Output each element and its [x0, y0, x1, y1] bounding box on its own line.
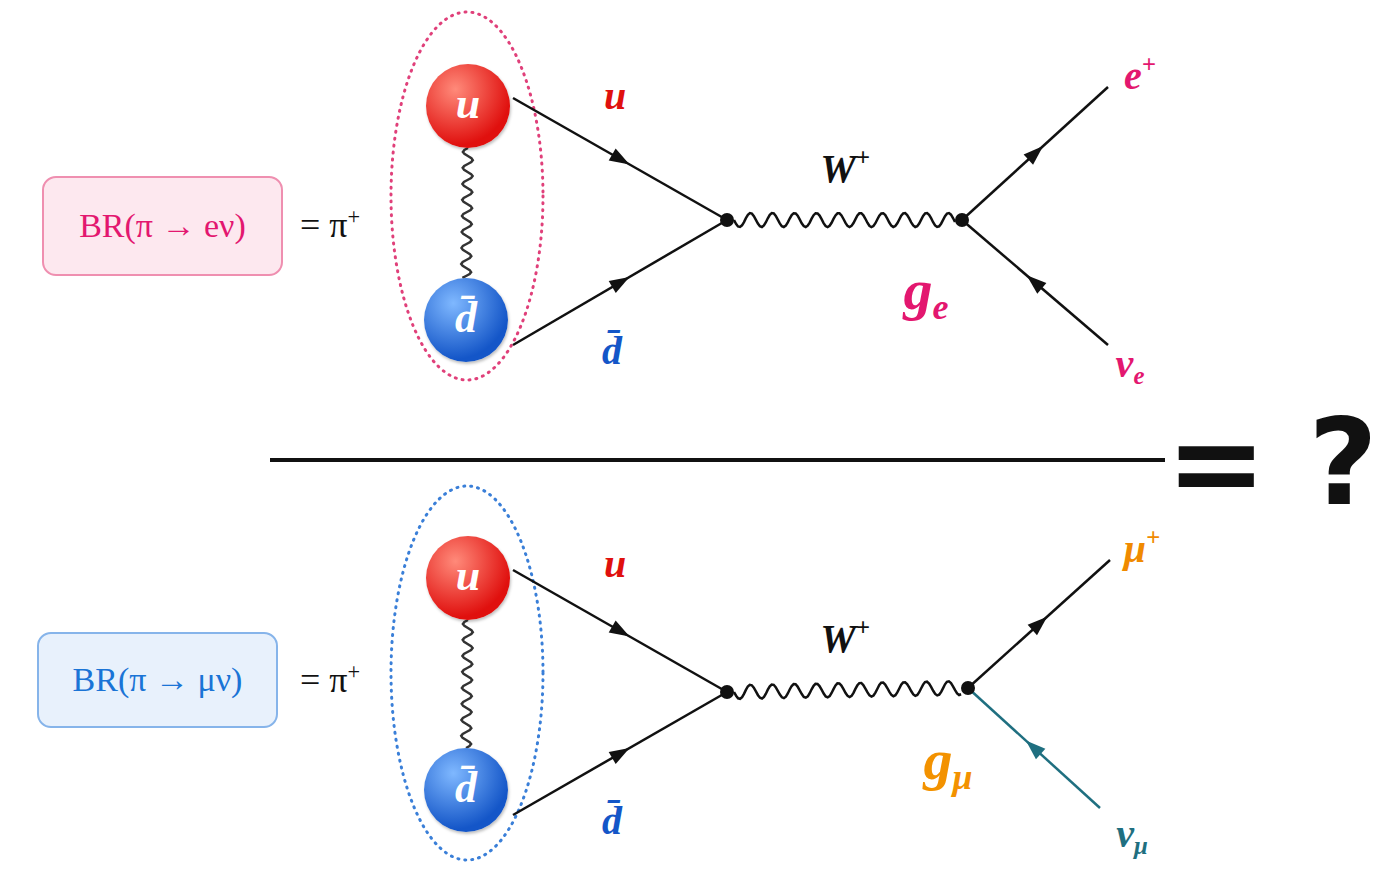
- up-quark: u: [426, 64, 510, 148]
- quark-label: d̄: [455, 296, 477, 340]
- arrowheads: [609, 146, 1047, 764]
- box-label: BR(π → μν): [73, 661, 243, 699]
- fraction-bar: [270, 458, 1165, 462]
- quark-name: d̄: [602, 327, 622, 374]
- up-quark: u: [426, 536, 510, 620]
- arrowhead: [1026, 741, 1046, 760]
- boson-name: W+: [820, 614, 870, 661]
- lepton-name: e+: [1124, 51, 1156, 98]
- anti-down-quark: d̄: [424, 748, 508, 832]
- arrowhead: [609, 748, 630, 764]
- neutrino-name: νμ: [1116, 810, 1148, 860]
- w-boson-line: [734, 681, 961, 699]
- meson-ellipse: [391, 486, 543, 860]
- quark-label: d̄: [455, 766, 477, 810]
- quark-name: d̄: [602, 797, 622, 844]
- arrowhead: [1028, 617, 1048, 636]
- pion-equation: = π+: [300, 204, 360, 247]
- branching-ratio-box: BR(π → μν): [37, 632, 278, 728]
- branching-ratio-box: BR(π → eν): [42, 176, 283, 276]
- neutrino-name: νe: [1116, 340, 1145, 390]
- pion-equation: = π+: [300, 659, 360, 702]
- gluon-line: [461, 148, 473, 278]
- coupling-constant: ge: [904, 256, 949, 329]
- quark-name: u: [604, 540, 626, 587]
- arrowhead: [609, 277, 630, 293]
- w-boson-line: [734, 213, 955, 227]
- arrowhead: [609, 620, 630, 636]
- vertex-dots: [720, 213, 975, 699]
- meson-ellipse: [391, 12, 543, 380]
- w-boson-lines: [734, 213, 961, 699]
- arrowhead: [1024, 146, 1043, 165]
- arrowhead: [609, 148, 630, 164]
- coupling-constant: gμ: [924, 726, 973, 799]
- quark-label: u: [456, 82, 480, 126]
- box-label: BR(π → eν): [79, 207, 246, 245]
- ratio-question: = ?: [1166, 393, 1378, 532]
- boson-name: W+: [820, 144, 870, 191]
- quark-name: u: [604, 72, 626, 119]
- arrowhead: [1027, 275, 1047, 293]
- fermion-lines: [513, 87, 1110, 815]
- lepton-name: μ+: [1124, 524, 1160, 571]
- anti-down-quark: d̄: [424, 278, 508, 362]
- gluon-line: [461, 620, 473, 748]
- quark-label: u: [456, 554, 480, 598]
